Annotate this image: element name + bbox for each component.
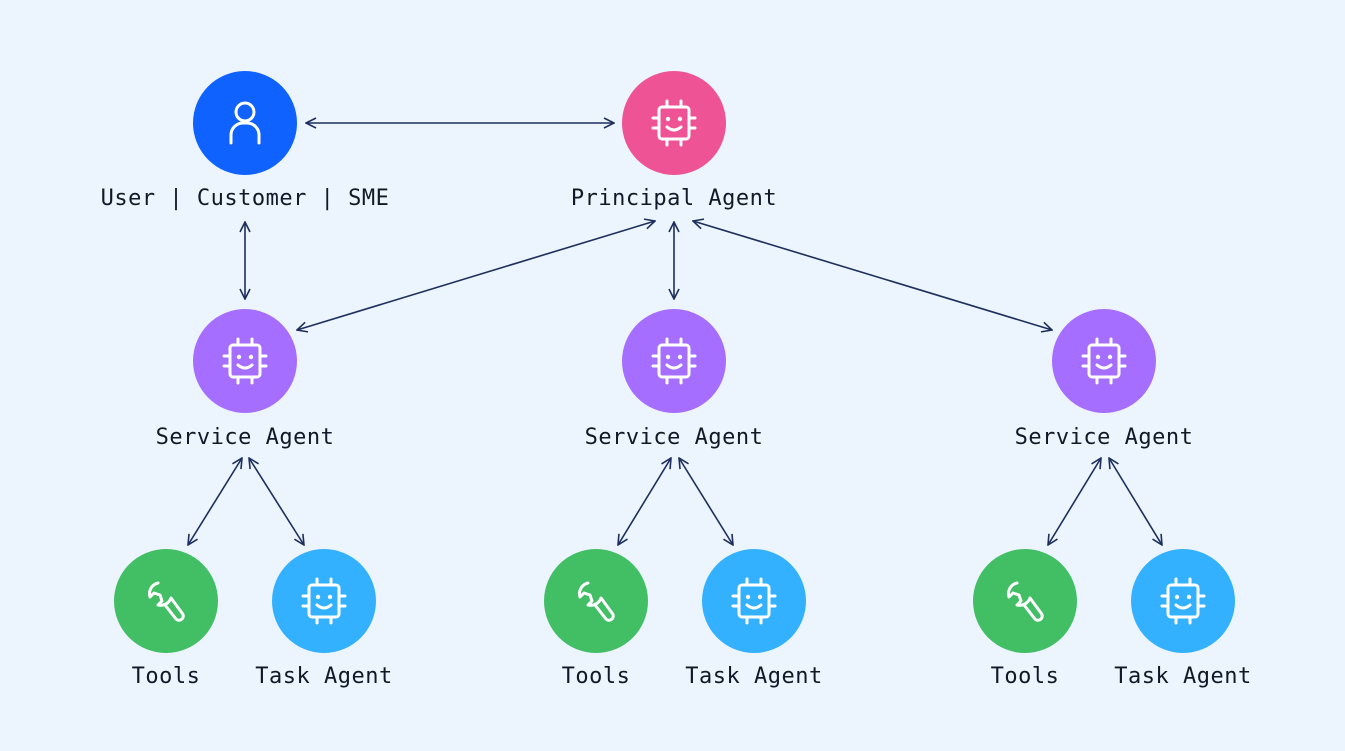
task-agent-node-1: [272, 549, 376, 653]
arrow-service-3-task-3: [1109, 458, 1162, 545]
robot-icon: [651, 337, 697, 385]
user-icon: [229, 101, 261, 145]
robot-icon: [301, 577, 347, 625]
tools-label-1: Tools: [131, 664, 201, 689]
arrow-service-1-tools-1: [188, 458, 242, 545]
tools-node-1: [114, 549, 218, 653]
robot-icon: [1081, 337, 1127, 385]
arrow-principal-service-1: [297, 221, 655, 330]
tools-label-3: Tools: [990, 664, 1060, 689]
principal-agent-node: [622, 71, 726, 175]
arrow-service-1-task-1: [249, 458, 304, 545]
task-agent-node-3: [1131, 549, 1235, 653]
task-agent-label-2: Task Agent: [685, 664, 823, 689]
service-agent-label-1: Service Agent: [155, 425, 335, 450]
robot-icon: [651, 99, 697, 147]
service-agent-label-2: Service Agent: [584, 425, 764, 450]
wrench-icon: [148, 581, 185, 622]
robot-icon: [731, 577, 777, 625]
service-agent-node-2: [622, 309, 726, 413]
tools-node-3: [973, 549, 1077, 653]
wrench-icon: [578, 581, 615, 622]
task-agent-label-3: Task Agent: [1114, 664, 1252, 689]
tools-node-2: [544, 549, 648, 653]
arrow-principal-service-3: [693, 221, 1052, 330]
wrench-icon: [1007, 581, 1044, 622]
task-agent-node-2: [702, 549, 806, 653]
arrow-service-3-tools-3: [1048, 458, 1101, 545]
robot-icon: [222, 337, 268, 385]
user-label: User | Customer | SME: [100, 186, 390, 211]
service-agent-label-3: Service Agent: [1014, 425, 1194, 450]
tools-label-2: Tools: [561, 664, 631, 689]
service-agent-node-3: [1052, 309, 1156, 413]
arrow-service-2-tools-2: [618, 458, 671, 545]
robot-icon: [1160, 577, 1206, 625]
service-agent-node-1: [193, 309, 297, 413]
user-node: [193, 71, 297, 175]
arrow-service-2-task-2: [679, 458, 733, 545]
principal-agent-label: Principal Agent: [570, 186, 778, 211]
task-agent-label-1: Task Agent: [255, 664, 393, 689]
